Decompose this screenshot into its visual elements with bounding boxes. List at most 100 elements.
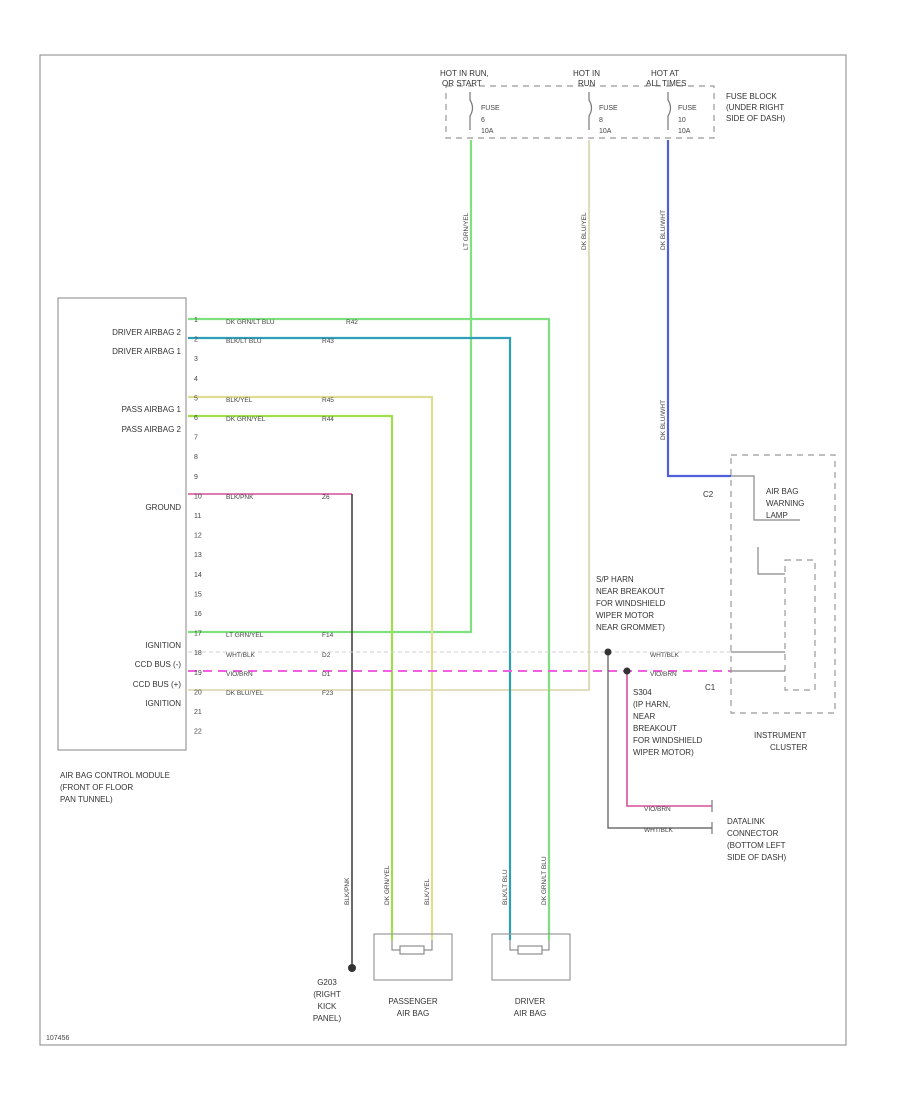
acm-desc-3: PAN TUNNEL) [60, 795, 113, 804]
hot-label-3b: ALL TIMES [646, 79, 686, 88]
wire-label-pin1-code: R42 [346, 319, 358, 326]
splice-d1 [623, 667, 631, 675]
acm-pin-6: 6 [194, 415, 198, 422]
wire-label-pin20-color: DK BLU/YEL [226, 690, 264, 697]
wire-label-pin2-code: R43 [322, 338, 334, 345]
acm-desc-1: AIR BAG CONTROL MODULE [60, 771, 170, 780]
wire-cluster-feed [666, 140, 731, 478]
fuse-8-symbol [588, 92, 593, 130]
datalink-label-3: (BOTTOM LEFT [727, 841, 786, 850]
wire-label-pin1-color: DK GRN/LT BLU [226, 319, 275, 326]
datalink-connector: DATALINK CONNECTOR (BOTTOM LEFT SIDE OF … [711, 800, 786, 862]
acm-pin-2: 2 [194, 337, 198, 344]
acm-pin-16: 16 [194, 611, 202, 618]
wire-dl-vio [626, 671, 712, 807]
wire-label-pin18-code: D2 [322, 652, 331, 659]
wire-r42 [188, 317, 551, 940]
wire-dl-wht [607, 652, 712, 829]
wire-label-fuse8-vertical: DK BLU/YEL [581, 212, 588, 250]
wire-label-pin17-code: F14 [322, 632, 334, 639]
wire-label-pin6-color: DK GRN/YEL [226, 416, 266, 423]
acm-box [57, 297, 187, 751]
ground-label-3: KICK [318, 1002, 337, 1011]
splice-d2 [604, 648, 612, 656]
acm-pin-12: 12 [194, 533, 202, 540]
acm-pin-13: 13 [194, 552, 202, 559]
acm-label-ignition-2: IGNITION [145, 699, 181, 708]
ground-g203: G203 (RIGHT KICK PANEL) [313, 964, 356, 1023]
wire-label-pin10-color: BLK/PNK [226, 494, 254, 501]
ground-label-4: PANEL) [313, 1014, 342, 1023]
passenger-airbag-box [373, 933, 453, 981]
fuse-10-number: 10 [678, 117, 686, 124]
splice-s2-line-4: BREAKOUT [633, 724, 677, 733]
fuse-6-rating: 10A [481, 128, 494, 135]
passenger-airbag: PASSENGER AIR BAG [373, 933, 453, 1018]
footer-code: 107456 [46, 1035, 69, 1042]
acm-pin-18: 18 [194, 650, 202, 657]
acm-pin-15: 15 [194, 591, 202, 598]
fuse-block-outline [445, 85, 715, 139]
splice-s-line-5: NEAR GROMMET) [596, 623, 665, 632]
cluster-desc-1: INSTRUMENT [754, 731, 807, 740]
acm-label-driver-airbag-2: DRIVER AIRBAG 2 [112, 328, 181, 337]
wire-r43 [188, 336, 512, 940]
acm-label-pass-airbag-2: PASS AIRBAG 2 [122, 425, 182, 434]
driver-airbag-label-2: AIR BAG [514, 1009, 546, 1018]
splice-s-line-3: FOR WINDSHIELD [596, 599, 666, 608]
wire-label-drv-2: DK GRN/LT BLU [541, 856, 548, 905]
cluster-desc-2: CLUSTER [770, 743, 808, 752]
acm-pin-22: 22 [194, 729, 202, 736]
acm-pin-20: 20 [194, 689, 202, 696]
wire-label-pin5-code: R45 [322, 397, 334, 404]
datalink-label-4: SIDE OF DASH) [727, 853, 786, 862]
fuse-block: HOT IN RUN, OR START HOT IN RUN HOT AT A… [440, 69, 785, 139]
acm-pin-5: 5 [194, 395, 198, 402]
fuse-10-label: FUSE [678, 105, 697, 112]
cluster-module-box [784, 559, 816, 691]
driver-airbag-box [491, 933, 571, 981]
fuse-8-label: FUSE [599, 105, 618, 112]
wire-label-pin17-color: LT GRN/YEL [226, 632, 264, 639]
fuse-10-rating: 10A [678, 128, 691, 135]
wire-label-pass-1: DK GRN/YEL [384, 865, 391, 905]
cluster-circuit [757, 547, 785, 575]
wire-label-pin2-color: BLK/LT BLU [226, 338, 262, 345]
acm-pin-10: 10 [194, 493, 202, 500]
passenger-airbag-label-2: AIR BAG [397, 1009, 429, 1018]
wire-label-ground-vertical: BLK/PNK [344, 877, 351, 905]
wire-label-cluster-d1: VIO/BRN [650, 671, 677, 678]
acm-desc-2: (FRONT OF FLOOR [60, 783, 133, 792]
hot-label-1b: OR START [442, 79, 482, 88]
acm-label-ground: GROUND [145, 503, 181, 512]
cluster-warning-lamp-lead [731, 475, 800, 521]
fuse-10-symbol [667, 92, 672, 130]
passenger-airbag-element [399, 945, 425, 955]
datalink-label-1: DATALINK [727, 817, 766, 826]
fuse-6-number: 6 [481, 117, 485, 124]
fuse-block-desc-2: (UNDER RIGHT [726, 103, 784, 112]
acm-label-driver-airbag-1: DRIVER AIRBAG 1 [112, 347, 181, 356]
splice-s-line-2: NEAR BREAKOUT [596, 587, 665, 596]
acm-pin-17: 17 [194, 631, 202, 638]
splice-s2-line-5: FOR WINDSHIELD [633, 736, 703, 745]
ground-label-2: (RIGHT [313, 990, 341, 999]
driver-airbag: DRIVER AIR BAG [491, 933, 571, 1018]
acm-pin-8: 8 [194, 454, 198, 461]
splice-s2-line-3: NEAR [633, 712, 655, 721]
fuse-block-desc-1: FUSE BLOCK [726, 92, 777, 101]
acm-label-pass-airbag-1: PASS AIRBAG 1 [122, 405, 182, 414]
splice-s-line-1: S/P HARN [596, 575, 634, 584]
acm-pin-4: 4 [194, 376, 198, 383]
wire-labels: DK GRN/LT BLU R42 BLK/LT BLU R43 BLK/YEL… [226, 210, 680, 905]
wire-r45 [188, 395, 434, 940]
cluster-lamp-label-3: LAMP [766, 511, 788, 520]
wire-label-pin6-code: R44 [322, 416, 334, 423]
cluster-outline [730, 454, 836, 714]
wire-label-pin19-code: D1 [322, 671, 331, 678]
acm-label-ccd-bus-pos: CCD BUS (+) [133, 680, 182, 689]
acm-pin-7: 7 [194, 435, 198, 442]
wire-label-dl-wht: WHT/BLK [644, 827, 674, 834]
acm-pin-21: 21 [194, 709, 202, 716]
